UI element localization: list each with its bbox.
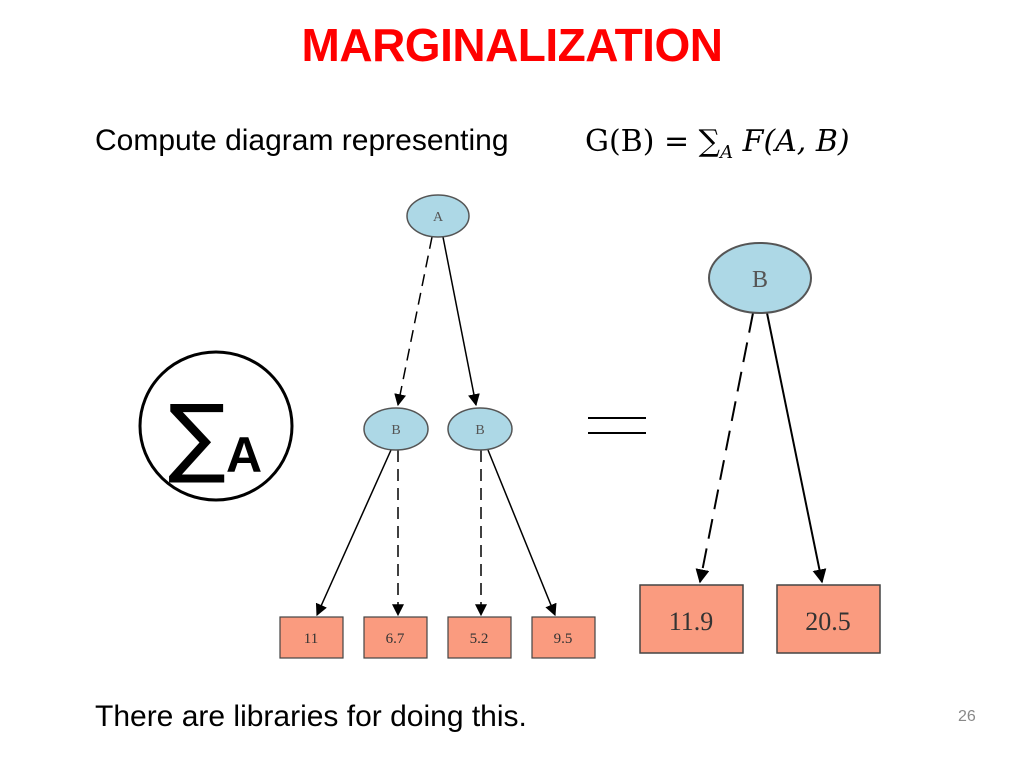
subtitle-text: Compute diagram representing (95, 124, 509, 157)
leaf-value: 9.5 (554, 631, 573, 647)
page-number: 26 (958, 708, 976, 725)
edge-a-high (442, 236, 480, 407)
leaf-value: 5.2 (470, 631, 489, 647)
leaf-value: 6.7 (386, 631, 405, 647)
node-b-right-label: B (475, 423, 484, 438)
sum-operator: ∑ A (138, 350, 294, 502)
leaf-box: 5.2 (447, 616, 512, 659)
node-a-label: A (433, 210, 444, 225)
node-b-right: B (447, 407, 513, 451)
leaf-box: 20.5 (776, 584, 881, 654)
input-diagram-edges (315, 236, 557, 617)
leaf-value: 20.5 (805, 607, 851, 636)
node-a: A (406, 194, 470, 238)
formula: G(B) = ∑A F(A, B) (585, 124, 850, 163)
leaf-box: 6.7 (363, 616, 428, 659)
output-diagram-edges (695, 312, 827, 584)
node-b-output: B (708, 242, 812, 314)
edge-b1-high (315, 449, 392, 617)
edge-b2-high (487, 449, 557, 617)
node-b-left: B (363, 407, 429, 451)
input-diagram-nodes: A B B (363, 194, 513, 451)
formula-sum-symbol: ∑ (698, 124, 721, 159)
edge-a-low (394, 236, 433, 407)
formula-lhs: G(B) = (585, 124, 690, 159)
output-diagram-leaves: 11.9 20.5 (639, 584, 881, 654)
leaf-box: 11 (279, 616, 344, 659)
edge-out-low (695, 312, 754, 584)
leaf-value: 11 (304, 631, 318, 647)
input-diagram-leaves: 11 6.7 5.2 9.5 (279, 616, 596, 659)
leaf-box: 9.5 (531, 616, 596, 659)
equals-sign (588, 417, 646, 434)
sum-operator-sigma: ∑ (168, 387, 226, 487)
sum-operator-index: A (226, 427, 262, 483)
sum-operator-circle (138, 350, 294, 502)
footer-text: There are libraries for doing this. (95, 700, 527, 733)
leaf-value: 11.9 (669, 607, 714, 636)
leaf-box: 11.9 (639, 584, 744, 654)
edge-out-high (766, 312, 827, 584)
formula-args: (A, B) (763, 124, 850, 159)
formula-function: F (742, 124, 764, 159)
node-b-output-label: B (752, 267, 768, 293)
formula-sum-index: A (720, 142, 734, 163)
node-b-left-label: B (391, 423, 400, 438)
slide-title: MARGINALIZATION (301, 19, 723, 71)
